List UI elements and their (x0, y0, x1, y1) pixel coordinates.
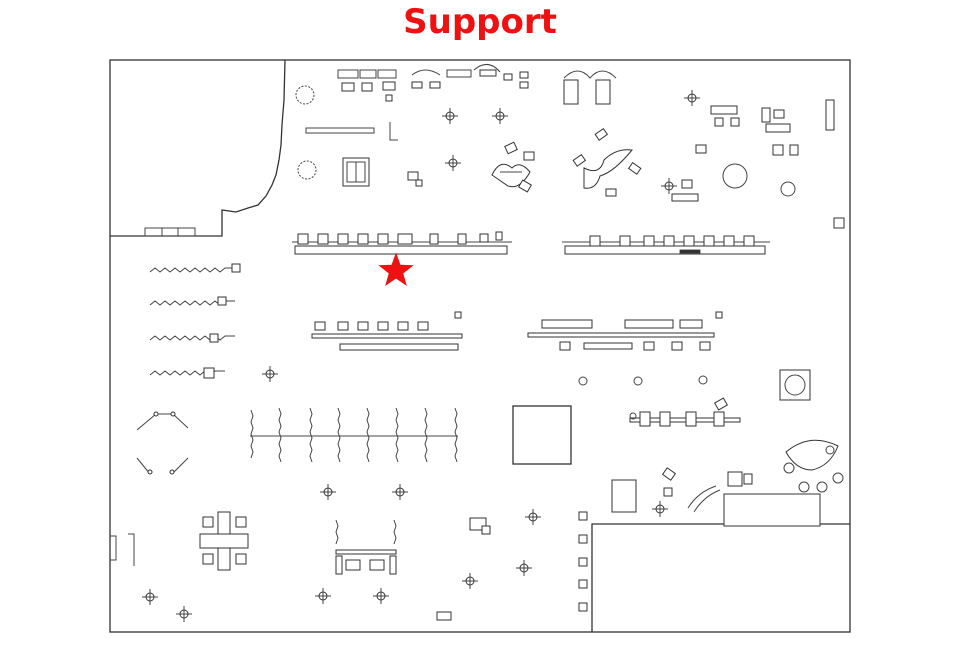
round-table (295, 85, 315, 105)
bowtie-table (572, 127, 642, 197)
workstation-block (342, 157, 370, 187)
workstation-row-upper-left (292, 231, 512, 255)
room-center-square (512, 405, 572, 465)
counter-top-left (144, 227, 196, 237)
zigzag-seating-rows (149, 263, 241, 379)
round-table (297, 160, 317, 180)
table-pair-top (563, 70, 617, 105)
workstation-pod-cross (199, 511, 249, 571)
cross-tables (142, 90, 700, 622)
workstation-row-middle-right (527, 319, 715, 386)
lounge-seating-cluster (491, 141, 535, 193)
desk-cluster-right-middle (629, 369, 811, 427)
misc-fixtures (110, 311, 723, 621)
desk-cluster-right (671, 99, 845, 229)
workstation-row-upper-right (562, 235, 770, 255)
chair-pair (407, 171, 423, 187)
wall-jagged-top-left (110, 59, 286, 237)
bottom-workstation-row (335, 519, 397, 575)
partition-wall (250, 407, 458, 463)
room-bottom-right (591, 523, 850, 632)
chair-column (578, 511, 588, 612)
diamond-seating (136, 411, 189, 475)
top-furniture-cluster (305, 64, 529, 141)
star-icon (378, 252, 414, 286)
floor-plan-border (109, 59, 851, 633)
map-title: Support (403, 2, 557, 42)
lounge-area-bottom-right (611, 439, 844, 527)
workstation-row-middle-left (311, 321, 463, 351)
